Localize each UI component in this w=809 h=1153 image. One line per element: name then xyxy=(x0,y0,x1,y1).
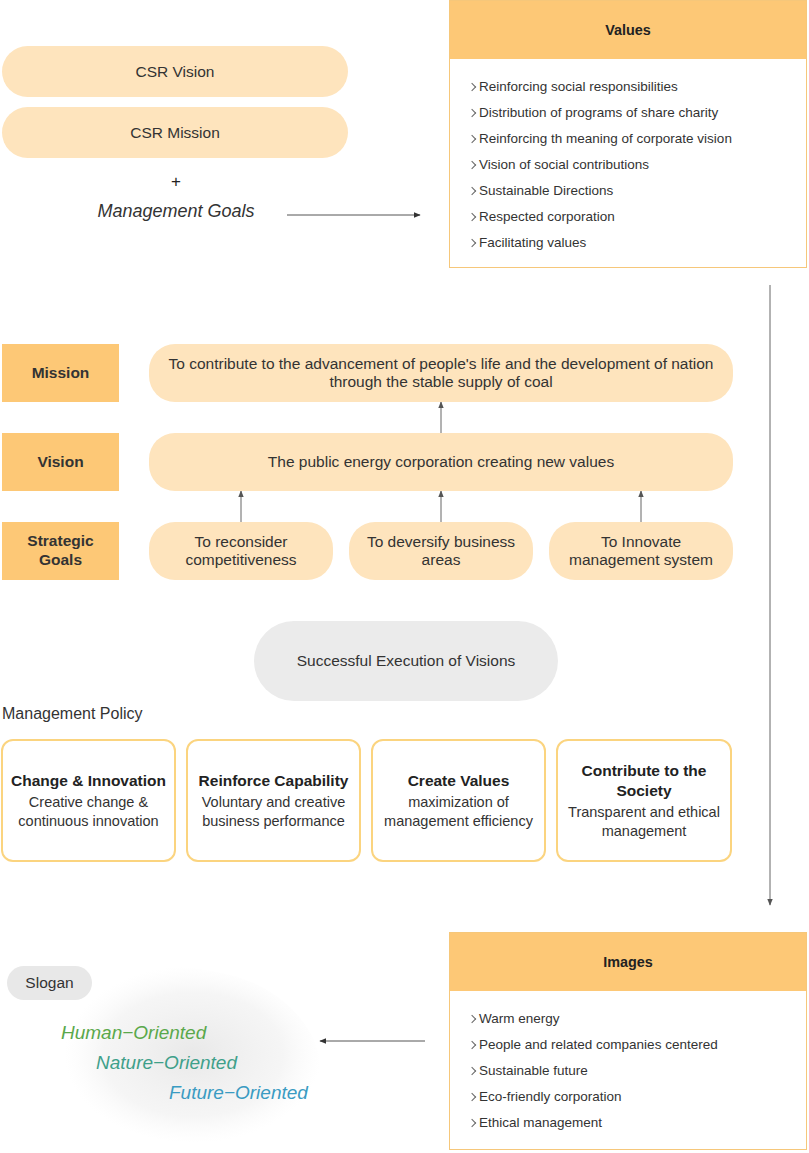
connector-arrow xyxy=(441,491,442,522)
slogan-pill: Slogan xyxy=(7,966,92,1000)
list-item: Respected corporation xyxy=(450,204,806,230)
node-label: To Innovate management system xyxy=(563,533,719,569)
node-label: The public energy corporation creating n… xyxy=(268,453,614,471)
list-item: Eco-friendly corporation xyxy=(450,1084,806,1110)
slogan-line: Future−Oriented xyxy=(169,1082,308,1104)
slogan-arrow xyxy=(320,1041,425,1042)
list-item: Vision of social contributions xyxy=(450,152,806,178)
list-item: Reinforcing social responsibilities xyxy=(450,74,806,100)
plus-sign: + xyxy=(171,172,181,192)
list-item: Ethical management xyxy=(450,1110,806,1136)
list-item: Sustainable future xyxy=(450,1058,806,1084)
panel-heading: Images xyxy=(450,933,806,991)
csr-pill: CSR Mission xyxy=(2,107,348,158)
mission-pill: To contribute to the advancement of peop… xyxy=(149,344,733,402)
csr-pill: CSR Vision xyxy=(2,46,348,97)
policy-box: Reinforce CapabilityVoluntary and creati… xyxy=(186,739,361,862)
slogan-line: Nature−Oriented xyxy=(96,1052,237,1074)
policy-body: maximization of management efficiency xyxy=(381,793,536,831)
section-label: Management Policy xyxy=(2,705,143,723)
policy-body: Creative change & continuous innovation xyxy=(11,793,166,831)
node-label: Successful Execution of Visions xyxy=(297,651,516,671)
policy-box: Create Valuesmaximization of management … xyxy=(371,739,546,862)
node-label: Vision xyxy=(37,453,83,472)
policy-title: Reinforce Capability xyxy=(199,771,349,791)
panel-heading: Values xyxy=(450,1,806,59)
connector-arrow xyxy=(641,491,642,522)
goal-pill: To reconsider competitiveness xyxy=(149,522,333,580)
goals-label: Management Goals xyxy=(97,201,254,222)
node-label: To contribute to the advancement of peop… xyxy=(163,355,719,391)
policy-title: Change & Innovation xyxy=(11,771,166,791)
policy-title: Contribute to the Society xyxy=(566,761,722,801)
node-label: CSR Mission xyxy=(130,124,220,142)
row-tag: Vision xyxy=(2,433,119,491)
connector-arrow xyxy=(441,402,442,433)
row-tag: Mission xyxy=(2,344,119,402)
ink-splash xyxy=(65,966,322,1143)
node-label: Strategic Goals xyxy=(6,532,115,569)
list-item: Facilitating values xyxy=(450,230,806,256)
list-item: Distribution of programs of share charit… xyxy=(450,100,806,126)
connector-arrow xyxy=(770,285,771,905)
execution-pill: Successful Execution of Visions xyxy=(254,621,558,701)
node-label: Mission xyxy=(32,364,90,383)
list-item: Warm energy xyxy=(450,1006,806,1032)
policy-title: Create Values xyxy=(408,771,510,791)
row-tag: Strategic Goals xyxy=(2,522,119,580)
goal-arrow xyxy=(287,215,420,216)
connector-arrow xyxy=(241,491,242,522)
policy-body: Transparent and ethical management xyxy=(566,803,722,841)
list-item: Sustainable Directions xyxy=(450,178,806,204)
node-label: Slogan xyxy=(25,974,73,992)
node-label: To reconsider competitiveness xyxy=(163,533,319,569)
policy-box: Contribute to the SocietyTransparent and… xyxy=(556,739,732,862)
vision-pill: The public energy corporation creating n… xyxy=(149,433,733,491)
list-item: Reinforcing th meaning of corporate visi… xyxy=(450,126,806,152)
node-label: To deversify business areas xyxy=(363,533,519,569)
node-label: CSR Vision xyxy=(136,63,215,81)
policy-body: Voluntary and creative business performa… xyxy=(196,793,351,831)
values-panel: ValuesReinforcing social responsibilitie… xyxy=(449,0,807,268)
slogan-line: Human−Oriented xyxy=(61,1022,206,1044)
images-panel: ImagesWarm energyPeople and related comp… xyxy=(449,932,807,1150)
list-item: People and related companies centered xyxy=(450,1032,806,1058)
goal-pill: To Innovate management system xyxy=(549,522,733,580)
policy-box: Change & InnovationCreative change & con… xyxy=(1,739,176,862)
goal-pill: To deversify business areas xyxy=(349,522,533,580)
